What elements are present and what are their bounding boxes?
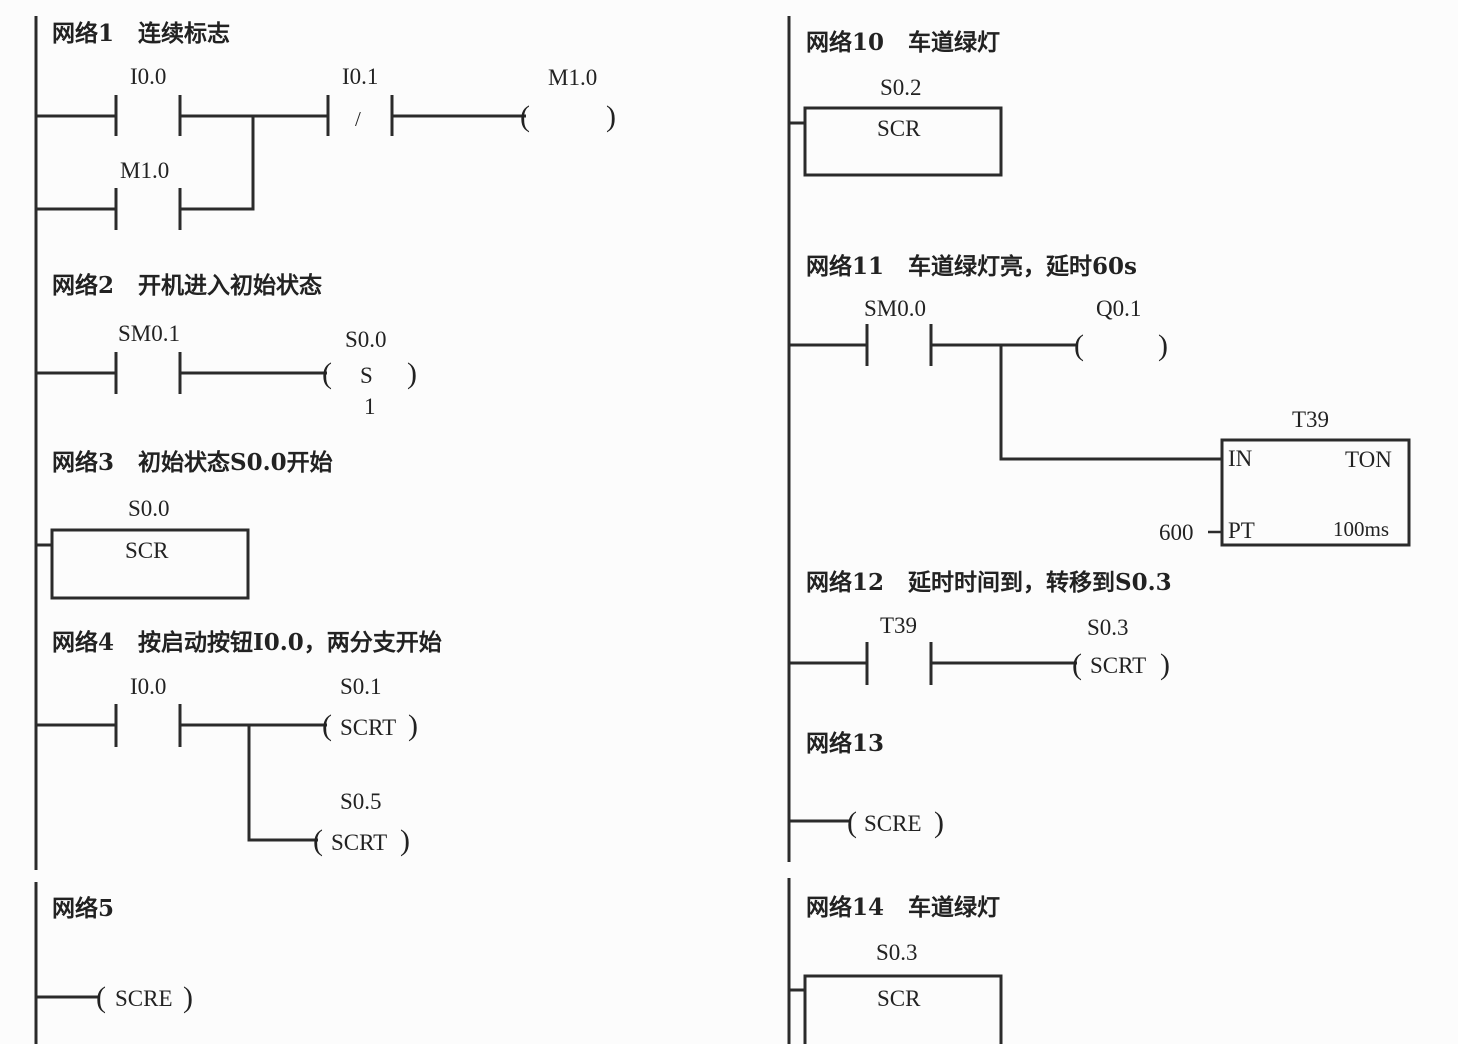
scr-s0-0-label: S0.0: [128, 496, 170, 521]
contact-i0-0-label: I0.0: [130, 674, 166, 699]
coil-s0-0-label: S0.0: [345, 327, 387, 352]
coil-paren-close: ): [934, 806, 944, 839]
scr-s0-2-label: S0.2: [880, 75, 922, 100]
set-coil-count: 1: [364, 394, 376, 419]
coil-paren-open: (: [1074, 329, 1084, 362]
network-11: 网络11 车道绿灯亮，延时60s SM0.0 Q0.1 ( ) T39 IN T…: [789, 253, 1411, 547]
timer-in-wire: [999, 345, 1222, 461]
coil-q0-1[interactable]: ( ): [1074, 329, 1168, 362]
set-coil-symbol: S: [360, 363, 373, 388]
scr-box-s0-2[interactable]: [803, 106, 1003, 177]
nc-slash-icon: /: [355, 107, 361, 131]
scr-s0-3-label: S0.3: [876, 940, 918, 965]
timer-box-t39[interactable]: [1220, 438, 1411, 547]
coil-paren-open: (: [96, 981, 106, 1014]
coil-m1-0-label: M1.0: [548, 65, 597, 90]
contact-i0-0-label: I0.0: [130, 64, 166, 89]
network-14: 网络14 车道绿灯 S0.3 SCR: [789, 894, 1003, 1044]
network-10-title: 网络10 车道绿灯: [806, 29, 1000, 56]
network-5-title: 网络5: [52, 895, 114, 922]
coil-paren-open: (: [847, 806, 857, 839]
parallel-branch-wire: [180, 116, 255, 211]
set-coil-s0-0[interactable]: ( S ): [322, 357, 417, 390]
scrt-coil-label: SCRT: [340, 715, 396, 740]
network-2: 网络2 开机进入初始状态 SM0.1 S0.0 ( S ) 1: [36, 272, 417, 419]
timer-resolution: 100ms: [1333, 517, 1389, 541]
coil-paren-close: ): [408, 709, 418, 742]
contact-i0-1-nc[interactable]: /: [326, 95, 394, 136]
network-3-title: 网络3 初始状态S0.0开始: [52, 449, 333, 476]
coil-s0-5-label: S0.5: [340, 789, 382, 814]
scrt-coil-s0-1[interactable]: ( SCRT ): [322, 709, 418, 742]
timer-pt-pin: PT: [1228, 518, 1255, 543]
contact-sm0-0-label: SM0.0: [864, 296, 926, 321]
network-1-title: 网络1 连续标志: [52, 20, 230, 47]
scr-box-label: SCR: [125, 538, 169, 563]
scrt-coil-s0-5[interactable]: ( SCRT ): [313, 824, 410, 857]
network-10: 网络10 车道绿灯 S0.2 SCR: [789, 29, 1003, 177]
scr-box-label: SCR: [877, 986, 921, 1011]
coil-paren-open: (: [322, 357, 332, 390]
coil-paren-open: (: [1072, 648, 1082, 681]
coil-s0-3-label: S0.3: [1087, 615, 1129, 640]
network-1: 网络1 连续标志 I0.0 M1.0 I0.1 / M1.0 ( ): [36, 20, 616, 230]
network-12-title: 网络12 延时时间到，转移到S0.3: [806, 569, 1172, 596]
scrt-coil-label: SCRT: [1090, 653, 1146, 678]
contact-t39[interactable]: [865, 642, 933, 685]
coil-paren-close: ): [606, 100, 616, 133]
coil-paren-open: (: [313, 824, 323, 857]
scrt-coil-label: SCRT: [331, 830, 387, 855]
network-12: 网络12 延时时间到，转移到S0.3 T39 S0.3 ( SCRT ): [789, 569, 1172, 685]
timer-type: TON: [1345, 447, 1392, 472]
network-14-title: 网络14 车道绿灯: [806, 894, 1000, 921]
timer-preset-value: 600: [1159, 520, 1194, 545]
scr-box-label: SCR: [877, 116, 921, 141]
network-13-title: 网络13: [806, 730, 884, 757]
contact-i0-0[interactable]: [114, 95, 182, 136]
contact-sm0-1-label: SM0.1: [118, 321, 180, 346]
network-5: 网络5 ( SCRE ): [36, 895, 193, 1014]
contact-i0-0[interactable]: [114, 704, 182, 747]
contact-i0-1-label: I0.1: [342, 64, 378, 89]
coil-paren-open: (: [322, 709, 332, 742]
coil-paren-close: ): [1160, 648, 1170, 681]
scr-box-s0-3[interactable]: [803, 974, 1003, 1044]
contact-m1-0-parallel[interactable]: [114, 188, 182, 230]
scre-coil[interactable]: ( SCRE ): [847, 806, 944, 839]
contact-sm0-0[interactable]: [865, 324, 933, 366]
coil-paren-close: ): [400, 824, 410, 857]
scre-coil-label: SCRE: [115, 986, 173, 1011]
contact-m1-0-label: M1.0: [120, 158, 169, 183]
scr-box-s0-0[interactable]: [50, 528, 250, 600]
timer-in-pin: IN: [1228, 446, 1253, 471]
timer-address-label: T39: [1292, 407, 1329, 432]
coil-m1-0[interactable]: ( ): [520, 100, 616, 133]
coil-paren-open: (: [520, 100, 530, 133]
network-3: 网络3 初始状态S0.0开始 S0.0 SCR: [36, 449, 333, 600]
contact-t39-label: T39: [880, 613, 917, 638]
network-13: 网络13 ( SCRE ): [789, 730, 944, 839]
branch-wire: [247, 725, 318, 842]
coil-s0-1-label: S0.1: [340, 674, 382, 699]
scrt-coil-s0-3[interactable]: ( SCRT ): [1072, 648, 1170, 681]
coil-paren-close: ): [1158, 329, 1168, 362]
coil-paren-close: ): [183, 981, 193, 1014]
network-4-title: 网络4 按启动按钮I0.0，两分支开始: [52, 629, 442, 656]
scre-coil[interactable]: ( SCRE ): [96, 981, 193, 1014]
network-4: 网络4 按启动按钮I0.0，两分支开始 I0.0 S0.1 ( SCRT ) S…: [36, 629, 442, 857]
scre-coil-label: SCRE: [864, 811, 922, 836]
network-11-title: 网络11 车道绿灯亮，延时60s: [806, 253, 1137, 280]
network-2-title: 网络2 开机进入初始状态: [52, 272, 322, 299]
coil-q0-1-label: Q0.1: [1096, 296, 1141, 321]
contact-sm0-1[interactable]: [114, 352, 182, 394]
coil-paren-close: ): [407, 357, 417, 390]
